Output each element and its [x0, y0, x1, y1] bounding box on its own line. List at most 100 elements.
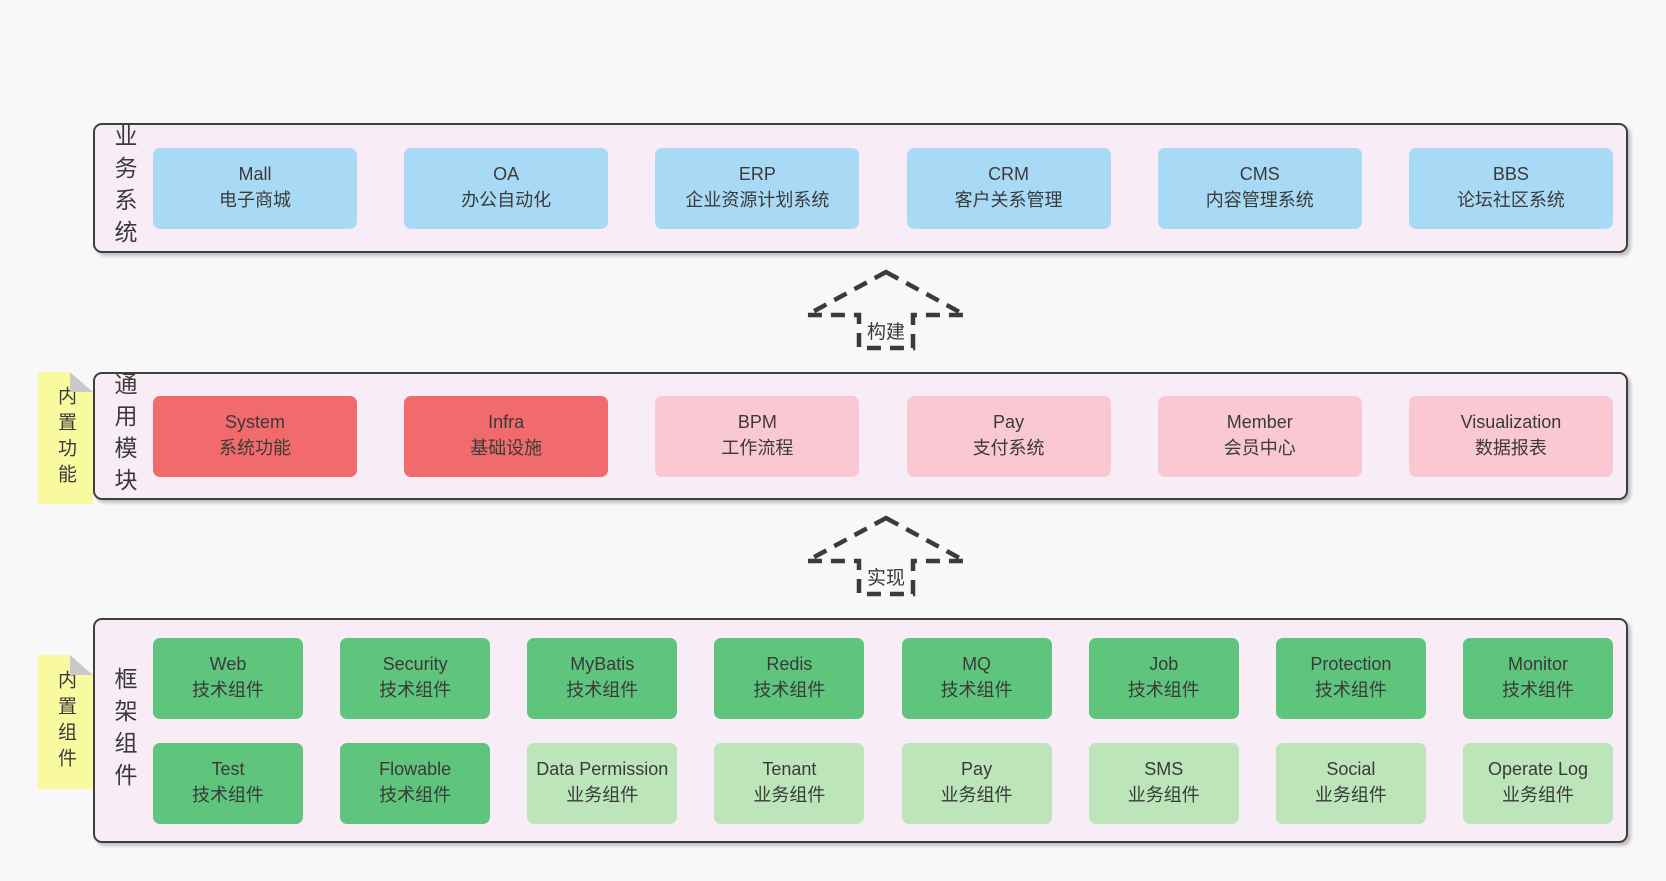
component-name: Web — [209, 654, 247, 675]
component-desc: 数据报表 — [1474, 438, 1547, 458]
component-name: Pay — [993, 412, 1025, 433]
component-desc: 技术组件 — [566, 680, 639, 700]
component-name: MQ — [962, 654, 992, 675]
folded-corner — [70, 655, 93, 675]
component-name: Social — [1326, 759, 1376, 780]
implement-arrow: 实现 — [803, 514, 969, 598]
component-box: Web 技术组件 — [153, 637, 303, 719]
component-desc: 系统功能 — [219, 438, 291, 458]
component-box: Infra 基础设施 — [404, 395, 609, 477]
component-name: Protection — [1310, 654, 1392, 675]
component-box: Flowable 技术组件 — [340, 742, 491, 824]
component-name: Tenant — [762, 759, 817, 780]
component-box: BBS 论坛社区系统 — [1408, 147, 1613, 229]
layer-label-text: 框架组件 — [111, 666, 137, 795]
component-desc: 支付系统 — [972, 438, 1045, 458]
component-desc: 技术组件 — [940, 680, 1013, 700]
component-box: CMS 内容管理系统 — [1157, 147, 1362, 229]
component-desc: 工作流程 — [721, 438, 794, 458]
sticky-note-builtin-features: 内置功能 — [38, 372, 93, 504]
component-name: Pay — [961, 759, 993, 780]
component-desc: 业务组件 — [940, 785, 1013, 805]
component-name: CMS — [1239, 164, 1280, 185]
component-box: Visualization 数据报表 — [1408, 395, 1613, 477]
component-desc: 企业资源计划系统 — [685, 190, 830, 210]
component-box: Mall 电子商城 — [153, 147, 357, 229]
component-name: System — [224, 412, 285, 433]
component-desc: 技术组件 — [753, 680, 826, 700]
folded-corner — [70, 372, 93, 392]
component-box: Test 技术组件 — [153, 742, 303, 824]
sticky-note-text: 内置功能 — [55, 386, 76, 490]
sticky-note-builtin-components: 内置组件 — [38, 655, 93, 789]
component-name: Operate Log — [1487, 759, 1589, 780]
component-desc: 电子商城 — [219, 190, 291, 210]
component-name: Redis — [766, 654, 813, 675]
component-name: MyBatis — [570, 654, 635, 675]
component-name: Member — [1226, 412, 1293, 433]
component-desc: 技术组件 — [1127, 680, 1200, 700]
component-name: Infra — [488, 412, 525, 433]
component-desc: 业务组件 — [1127, 785, 1200, 805]
component-name: Data Permission — [536, 759, 669, 780]
component-desc: 技术组件 — [192, 680, 264, 700]
component-box: Pay 支付系统 — [906, 395, 1111, 477]
component-name: BBS — [1492, 164, 1529, 185]
component-box: System 系统功能 — [153, 395, 357, 477]
component-box: Job 技术组件 — [1088, 637, 1239, 719]
component-name: Test — [211, 759, 245, 780]
component-box: MyBatis 技术组件 — [527, 637, 678, 719]
component-box: Operate Log 业务组件 — [1462, 742, 1613, 824]
component-name: Monitor — [1507, 654, 1568, 675]
component-name: Mall — [238, 164, 272, 185]
layer-label: 框架组件 — [95, 620, 153, 841]
component-box: BPM 工作流程 — [655, 395, 860, 477]
component-box: Member 会员中心 — [1157, 395, 1362, 477]
layer-framework-components: 框架组件 Web 技术组件 Security 技术组件 MyBatis 技术组件 Redis… — [93, 618, 1628, 843]
component-desc: 办公自动化 — [461, 190, 552, 210]
component-desc: 会员中心 — [1223, 438, 1296, 458]
layer-label: 通用模块 — [95, 372, 153, 500]
component-name: Job — [1149, 654, 1179, 675]
component-box: ERP 企业资源计划系统 — [655, 147, 860, 229]
component-box: Social 业务组件 — [1275, 742, 1426, 824]
component-box: MQ 技术组件 — [901, 637, 1052, 719]
dashed-up-arrow-outline — [805, 269, 967, 351]
component-box: OA 办公自动化 — [404, 147, 609, 229]
component-desc: 业务组件 — [753, 785, 826, 805]
component-box: Protection 技术组件 — [1275, 637, 1426, 719]
component-desc: 业务组件 — [1501, 785, 1574, 805]
component-name: CRM — [988, 164, 1030, 185]
component-name: OA — [493, 164, 520, 185]
arrow-label: 实现 — [867, 567, 905, 589]
arrow-label: 构建 — [867, 321, 905, 343]
sticky-note-text: 内置组件 — [55, 670, 76, 774]
layer-label: 业务系统 — [95, 124, 153, 252]
build-arrow: 构建 — [803, 268, 969, 352]
component-name: Security — [382, 654, 448, 675]
component-desc: 论坛社区系统 — [1456, 190, 1565, 210]
component-name: BPM — [737, 412, 777, 433]
component-desc: 技术组件 — [379, 680, 452, 700]
component-row: System 系统功能 Infra 基础设施 BPM 工作流程 Pay 支付系统 Member 会… — [153, 395, 1613, 477]
component-box: Security 技术组件 — [340, 637, 491, 719]
component-desc: 技术组件 — [192, 785, 264, 805]
component-box: Tenant 业务组件 — [714, 742, 865, 824]
component-desc: 技术组件 — [1501, 680, 1574, 700]
component-name: Flowable — [379, 759, 452, 780]
component-name: Visualization — [1460, 412, 1562, 433]
dashed-up-arrow-outline — [805, 515, 967, 597]
component-desc: 业务组件 — [1314, 785, 1387, 805]
component-name: ERP — [738, 164, 776, 185]
component-box: SMS 业务组件 — [1088, 742, 1239, 824]
component-desc: 基础设施 — [470, 438, 543, 458]
component-name: SMS — [1144, 759, 1184, 780]
component-desc: 技术组件 — [1314, 680, 1387, 700]
component-desc: 内容管理系统 — [1205, 190, 1314, 210]
component-desc: 技术组件 — [379, 785, 452, 805]
